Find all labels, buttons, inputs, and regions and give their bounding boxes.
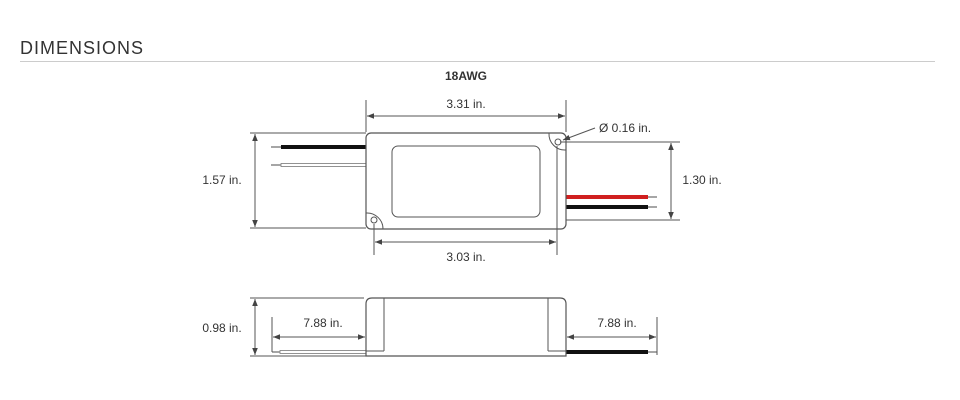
section-title: DIMENSIONS	[20, 38, 145, 58]
right-wire-length-label: 7.88 in.	[597, 316, 636, 330]
left-white-wire	[280, 163, 367, 167]
hole-spacing-label: 3.03 in.	[446, 250, 485, 264]
height-label: 0.98 in.	[202, 321, 241, 335]
left-white-wire-side	[279, 350, 367, 354]
hole-vertical-spacing-label: 1.30 in.	[682, 173, 721, 187]
top-view: 3.31 in. 3.03 in. 1.57 in. 1.30 in. Ø 0.…	[202, 97, 721, 264]
side-view: 0.98 in. 7.88 in. 7.88 in.	[202, 297, 658, 357]
label-window	[391, 145, 541, 218]
overall-length-label: 3.31 in.	[446, 97, 485, 111]
driver-body-side	[365, 297, 567, 357]
left-wire-length-label: 7.88 in.	[303, 316, 342, 330]
title-divider	[20, 61, 935, 62]
driver-body-top	[365, 132, 567, 230]
hole-diameter-label: Ø 0.16 in.	[599, 121, 651, 135]
overall-width-label: 1.57 in.	[202, 173, 241, 187]
wire-gauge-label: 18AWG	[445, 69, 487, 83]
mounting-hole-bottom	[370, 216, 378, 224]
